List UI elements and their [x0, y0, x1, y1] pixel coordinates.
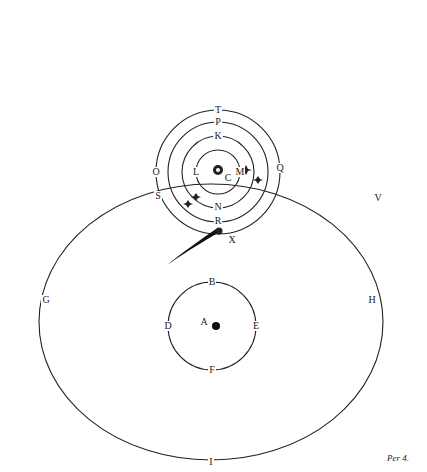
great-orbit: [39, 184, 383, 460]
point-letter: L: [192, 167, 200, 177]
comet-head: [216, 228, 223, 235]
moon-orbit: [168, 282, 256, 370]
point-letter: I: [208, 457, 213, 467]
point-letter: X: [227, 235, 236, 245]
point-letter: A: [199, 317, 208, 327]
third-orbit: [182, 136, 254, 208]
point-letter: N: [213, 202, 222, 212]
comet-tail: [166, 229, 220, 266]
point-letter: R: [214, 216, 223, 226]
point-letter: T: [214, 105, 222, 115]
planet-stars: [183, 165, 263, 208]
page-note: Per 4.: [386, 454, 410, 463]
point-letter: V: [373, 193, 382, 203]
point-letter: M: [235, 167, 246, 177]
point-letter: D: [163, 321, 172, 331]
sun-symbol: [216, 168, 220, 172]
point-letter: B: [208, 277, 217, 287]
second-orbit: [168, 122, 268, 222]
point-letter: Q: [275, 163, 284, 173]
point-letter: E: [252, 321, 260, 331]
point-letter: K: [213, 131, 222, 141]
point-letter: O: [151, 167, 160, 177]
point-letter: F: [208, 365, 216, 375]
point-letter: G: [41, 295, 50, 305]
point-letter: C: [224, 173, 233, 183]
point-letter: S: [154, 191, 162, 201]
inner-orbit: [196, 150, 240, 194]
sun-symbol: [213, 165, 223, 175]
outer-orbit: [156, 110, 280, 234]
point-letter: P: [214, 117, 222, 127]
point-letter: H: [367, 295, 376, 305]
earth-symbol: [212, 322, 220, 330]
